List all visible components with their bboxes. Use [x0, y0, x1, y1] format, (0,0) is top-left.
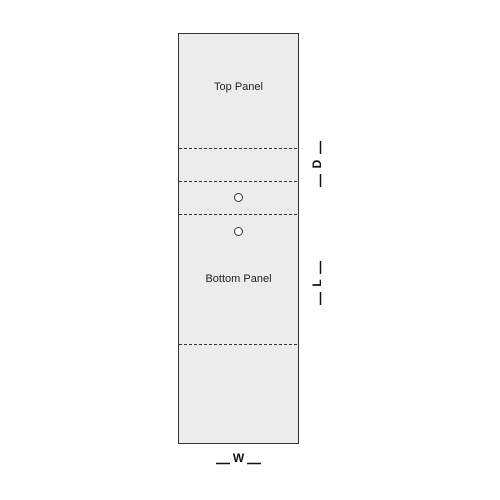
punch-hole-lower	[234, 227, 243, 236]
depth-label: D	[310, 159, 324, 168]
width-dimension: W	[216, 451, 261, 465]
punch-hole-upper	[234, 193, 243, 202]
length-label: L	[310, 279, 324, 286]
bottom-panel-label: Bottom Panel	[205, 273, 271, 285]
length-dimension: L	[310, 261, 324, 305]
top-panel-label: Top Panel	[214, 81, 263, 93]
width-label: W	[233, 451, 245, 465]
depth-dimension: D	[310, 141, 324, 187]
panel-outline	[178, 33, 299, 444]
